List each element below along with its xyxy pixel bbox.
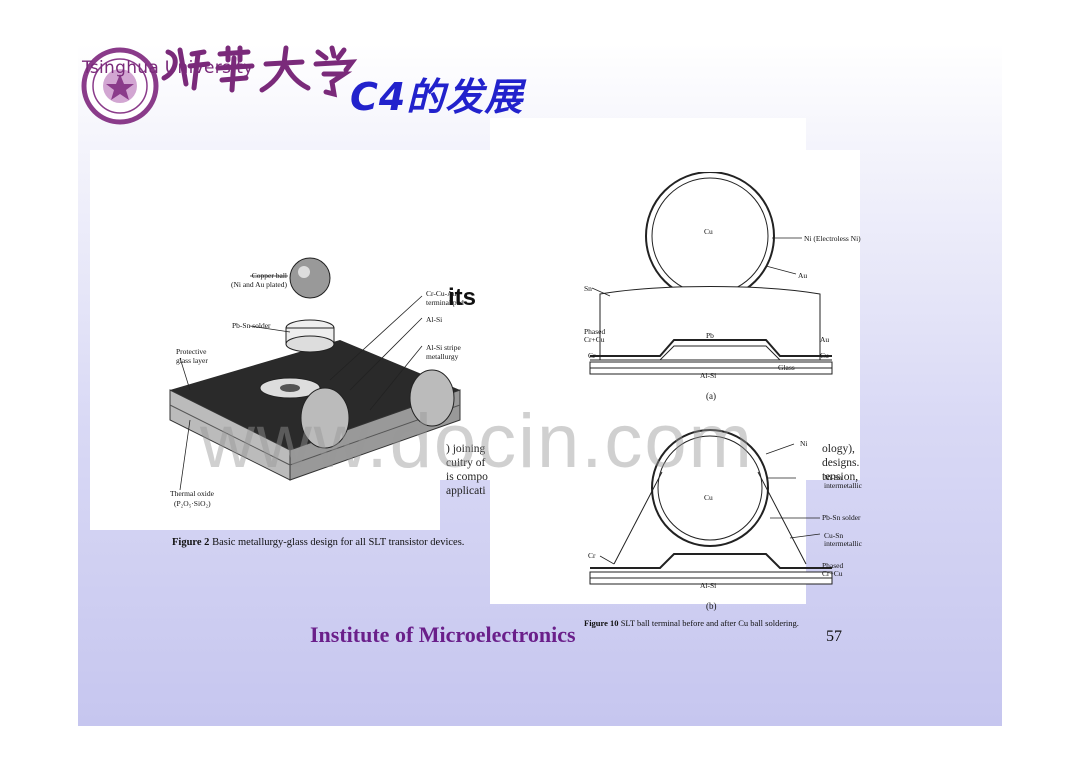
label-protective-glass-2: glass layer: [176, 356, 208, 365]
fig10a-label-cr: Cr: [588, 351, 596, 360]
background-text-line: is compo: [446, 471, 488, 483]
fig10a-label-phased: Phased: [584, 327, 606, 336]
label-thermal-oxide-2: (P₂O₅·SiO₂): [174, 499, 211, 508]
label-terminal-pad: Cr-Cu-Au: [426, 289, 457, 298]
tsinghua-logo: [81, 45, 358, 125]
fig10b-label-nisn: Ni-Sn: [824, 473, 842, 482]
background-text-right: tension,: [822, 471, 859, 483]
logo-english-text: Tsinghua University: [82, 58, 254, 78]
label-protective-glass: Protective: [176, 347, 207, 356]
fig10b-label-phased-2: Cr+Cu: [822, 569, 843, 578]
fig10b-label-cusn-2: intermetallic: [824, 539, 862, 548]
figure-2-caption: Figure 2 Basic metallurgy-glass design f…: [172, 536, 510, 549]
background-text-line: ) joining: [446, 443, 486, 455]
figure-2-illustration: [169, 257, 461, 491]
label-copper-ball: Copper ball: [251, 271, 287, 280]
background-text-its: its: [448, 284, 477, 311]
figure-10-caption: Figure 10 SLT ball terminal before and a…: [584, 618, 870, 629]
fig10a-label-glass: Glass: [778, 363, 795, 372]
fig10a-label-ni: Ni (Electroless Ni): [804, 234, 861, 243]
fig10b-label-alsi: Al-Si: [700, 581, 717, 590]
label-thermal-oxide: Thermal oxide: [170, 489, 214, 498]
fig10a-tag: (a): [706, 391, 716, 401]
label-pb-sn-solder: Pb-Sn solder: [232, 321, 271, 330]
background-text-line: cuitry of: [446, 457, 486, 469]
fig10a-label-cu-2: Cu: [820, 351, 829, 360]
background-text-right: designs.: [822, 457, 860, 469]
watermark: www.docin.com: [200, 399, 754, 484]
fig10b-label-pbsn: Pb-Sn solder: [822, 513, 861, 522]
page-number: 57: [826, 628, 842, 645]
fig10b-label-nisn-2: intermetallic: [824, 481, 862, 490]
figure-10-caption-text: SLT ball terminal before and after Cu ba…: [620, 618, 799, 628]
label-terminal-pad-2: terminal pad: [426, 298, 464, 307]
figure-10-caption-label: Figure 10: [584, 618, 619, 628]
label-al-si-stripe-2: metallurgy: [426, 352, 459, 361]
footer-institute: Institute of Microelectronics: [310, 622, 576, 647]
figure-2-caption-label: Figure 2: [172, 537, 210, 548]
fig10a-label-au-2: Au: [820, 335, 830, 344]
fig10a-label-cu: Cu: [704, 227, 713, 236]
fig10a-label-phased-2: Cr+Cu: [584, 335, 605, 344]
fig10b-label-phased: Phased: [822, 561, 844, 570]
background-text-line: applicati: [446, 485, 486, 497]
fig10a-label-alsi: Al-Si: [700, 371, 717, 380]
fig10b-tag: (b): [706, 601, 717, 611]
fig10b-label-cusn: Cu-Sn: [824, 531, 844, 540]
figure-2-caption-text: Basic metallurgy-glass design for all SL…: [212, 537, 465, 548]
slide-title: C4的发展: [350, 75, 524, 119]
fig10a-label-pb: Pb: [706, 331, 714, 340]
figure-10-illustration: [589, 172, 833, 585]
fig10b-label-cr: Cr: [588, 551, 596, 560]
fig10a-label-sn: Sn: [584, 284, 592, 293]
label-al-si-stripe: Al-Si stripe: [426, 343, 461, 352]
fig10b-label-cu: Cu: [704, 493, 713, 502]
label-al-si: Al-Si: [426, 315, 443, 324]
fig10a-label-au: Au: [798, 271, 808, 280]
background-text-right: ology),: [822, 443, 855, 455]
fig10b-label-ni: Ni: [800, 439, 808, 448]
label-copper-ball-note: (Ni and Au plated): [230, 280, 287, 289]
